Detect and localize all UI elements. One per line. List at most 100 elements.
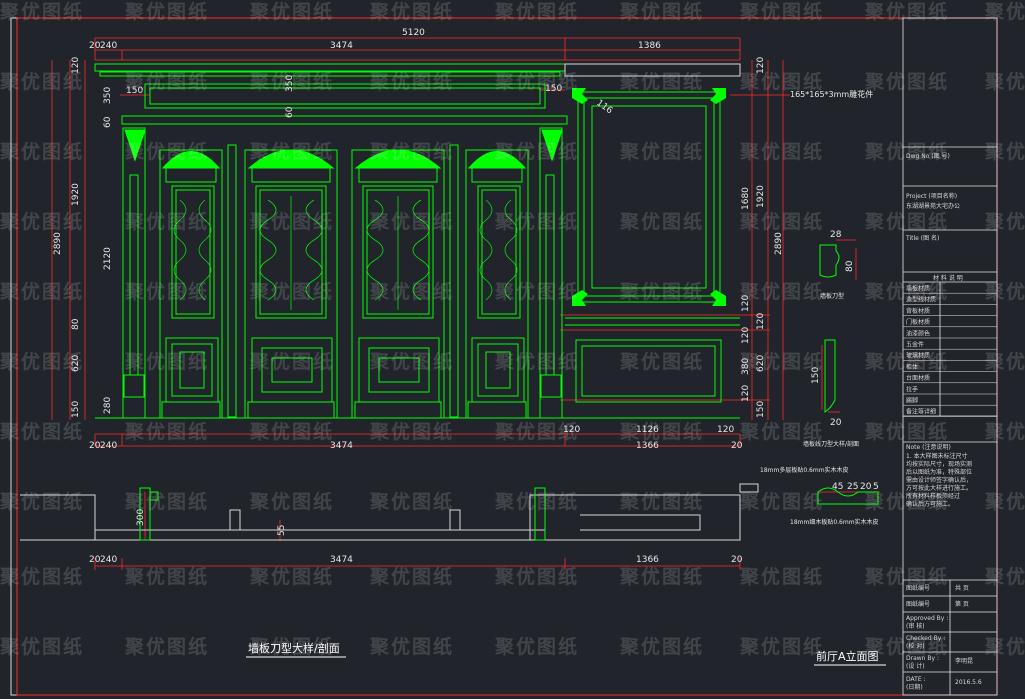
watermark-text: 聚优图纸	[984, 635, 1025, 658]
tb-sheet-no-value: 第 页	[955, 600, 969, 608]
watermark-text: 聚优图纸	[619, 420, 704, 443]
watermark-layer: 聚优图纸聚优图纸聚优图纸聚优图纸聚优图纸聚优图纸聚优图纸聚优图纸聚优图纸聚优图纸…	[0, 0, 1025, 658]
watermark-text: 聚优图纸	[124, 420, 209, 443]
tb-dwg-no: Dwg No (图 号)	[906, 153, 950, 160]
profile-details	[819, 244, 840, 413]
tb-note-line: 后以图纸为准，特殊部位	[906, 468, 972, 476]
dim-sec-300: 300	[136, 509, 146, 526]
title-block-frame	[902, 17, 998, 696]
dim-plan-3474: 3474	[330, 555, 353, 565]
watermark-text: 聚优图纸	[739, 280, 824, 303]
tb-row-label: 油漆颜色	[906, 329, 930, 337]
tb-sheet-total: 共 页	[955, 584, 969, 592]
dim-left-2120: 2120	[103, 247, 113, 270]
dim-left-350: 350	[103, 87, 113, 104]
door-crowns	[124, 129, 563, 183]
dim-right-120e: 120	[756, 313, 766, 330]
watermark-text: 聚优图纸	[124, 565, 209, 588]
watermark-text: 聚优图纸	[124, 210, 209, 233]
section-note-1: 18mm多层板贴0.6mm实木木皮	[760, 466, 849, 474]
tb-row-label: 五金件	[906, 341, 924, 349]
watermark-text: 聚优图纸	[494, 350, 579, 373]
watermark-text: 聚优图纸	[984, 420, 1025, 443]
watermark-text: 聚优图纸	[124, 70, 209, 93]
watermark-text: 聚优图纸	[864, 350, 949, 373]
watermark-text: 聚优图纸	[739, 420, 824, 443]
dim-bot-120a: 120	[563, 425, 580, 435]
watermark-text: 聚优图纸	[249, 350, 334, 373]
tb-drawn-cn: (设 计)	[906, 662, 925, 670]
dim-bot-240: 240	[100, 441, 117, 451]
dim-bot-120b: 120	[717, 425, 734, 435]
tb-row-label: 墙板材质	[906, 285, 930, 293]
tb-note-line: 方可按此大样进行施工。	[906, 484, 972, 492]
tb-row-label: 拉手	[906, 385, 918, 393]
dim-right-120d: 120	[741, 385, 751, 402]
section-note-2: 18mm细木板贴0.6mm实木木皮	[790, 518, 879, 526]
detail-label-2: 墙板线刀型大样/剖面	[803, 440, 859, 448]
watermark-text: 聚优图纸	[0, 280, 84, 303]
watermark-text: 聚优图纸	[984, 140, 1025, 163]
tb-note-head: Note (注意说明)	[906, 443, 951, 451]
dim-sec-5: 5	[873, 482, 879, 492]
tb-row-label: 备注等详细	[906, 408, 936, 416]
watermark-text: 聚优图纸	[619, 280, 704, 303]
watermark-text: 聚优图纸	[739, 210, 824, 233]
watermark-text: 聚优图纸	[984, 350, 1025, 373]
watermark-text: 聚优图纸	[984, 0, 1025, 23]
tb-date-value: 2016.5.6	[955, 679, 982, 686]
dim-mid-150b: 150	[545, 84, 562, 94]
watermark-text: 聚优图纸	[249, 140, 334, 163]
tb-note-line: 所有材料样板须经过	[906, 492, 960, 500]
dim-det-150: 150	[811, 367, 821, 384]
tb-project-name: 东湖湖景苑大宅办公	[906, 202, 960, 210]
tb-row-label: 踢脚	[906, 397, 918, 405]
watermark-text: 聚优图纸	[739, 140, 824, 163]
watermark-text: 聚优图纸	[124, 140, 209, 163]
dim-bot-3474: 3474	[330, 441, 353, 451]
dim-top-a: 20	[89, 41, 101, 51]
watermark-text: 聚优图纸	[249, 420, 334, 443]
dim-top-b: 240	[100, 41, 117, 51]
watermark-text: 聚优图纸	[0, 490, 84, 513]
tb-checked-cn: (校 对)	[906, 642, 925, 650]
tb-checked: Checked By :	[906, 635, 945, 642]
watermark-text: 聚优图纸	[124, 350, 209, 373]
watermark-text: 聚优图纸	[124, 635, 209, 658]
watermark-text: 聚优图纸	[984, 70, 1025, 93]
watermark-text: 聚优图纸	[739, 490, 824, 513]
dim-left-60: 60	[103, 116, 113, 128]
watermark-text: 聚优图纸	[0, 210, 84, 233]
dim-left-80: 80	[71, 318, 81, 330]
watermark-text: 聚优图纸	[739, 635, 824, 658]
dim-det-80: 80	[845, 260, 855, 272]
watermark-text: 聚优图纸	[0, 350, 84, 373]
watermark-text: 聚优图纸	[124, 490, 209, 513]
watermark-text: 聚优图纸	[619, 350, 704, 373]
dim-panel-116: 116	[594, 98, 614, 116]
dim-left-120: 120	[71, 57, 81, 74]
dim-right-120a: 120	[756, 57, 766, 74]
watermark-text: 聚优图纸	[249, 490, 334, 513]
dim-left-2890: 2890	[53, 232, 63, 255]
tb-note-line: 确认后方可施工。	[906, 500, 954, 508]
watermark-text: 聚优图纸	[249, 0, 334, 23]
tb-note-line: 均按实际尺寸，现场实测	[906, 460, 972, 468]
elevation-right-panel	[564, 63, 741, 419]
watermark-text: 聚优图纸	[369, 490, 454, 513]
title-left: 墙板刀型大样/剖面	[248, 641, 340, 655]
tb-project: Project (项目名称)	[906, 192, 957, 200]
dim-overall-width: 5120	[402, 28, 425, 38]
dim-left-1920: 1920	[71, 183, 81, 206]
watermark-text: 聚优图纸	[369, 420, 454, 443]
tb-date: DATE :	[906, 676, 926, 683]
watermark-text: 聚优图纸	[984, 490, 1025, 513]
watermark-text: 聚优图纸	[864, 280, 949, 303]
watermark-text: 聚优图纸	[864, 210, 949, 233]
flower-note: 165*165*3mm雕花件	[790, 89, 873, 99]
dim-right-2890: 2890	[774, 232, 784, 255]
dim-left-620: 620	[71, 355, 81, 372]
dimension-lines	[51, 37, 880, 570]
